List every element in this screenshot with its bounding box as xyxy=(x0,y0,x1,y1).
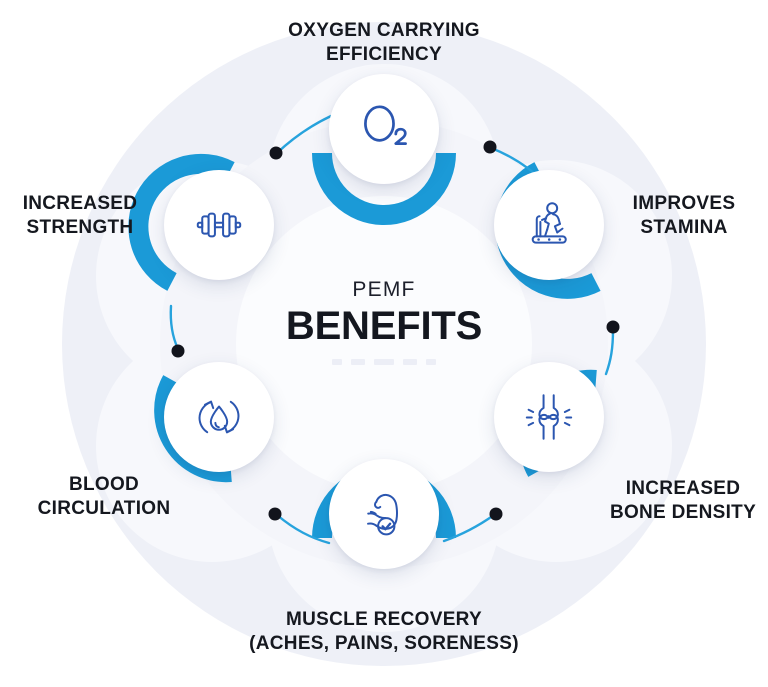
node-disc[interactable] xyxy=(494,170,604,280)
divider-dash xyxy=(374,359,394,366)
divider-dash xyxy=(351,359,365,366)
center-title: BENEFITS xyxy=(285,304,483,349)
dumbbell-icon xyxy=(196,212,242,238)
node-increased-bone-density[interactable] xyxy=(494,362,604,472)
connector-dots xyxy=(171,140,620,521)
node-disc[interactable] xyxy=(329,74,439,184)
node-improves-stamina[interactable] xyxy=(494,170,604,280)
label-line: (ACHES, PAINS, SORENESS) xyxy=(249,632,519,654)
connector-circulation-to-strength xyxy=(169,304,180,351)
connector-dot-right xyxy=(606,320,620,334)
label-line: INCREASED xyxy=(22,193,138,214)
center-eyebrow: PEMF xyxy=(352,278,416,301)
arc-strength xyxy=(128,153,235,291)
connector-dot-top-left xyxy=(269,146,283,160)
node-increased-strength[interactable] xyxy=(164,170,274,280)
label-increased-bone-density: INCREASED BONE DENSITY xyxy=(600,477,766,525)
treadmill-runner-icon xyxy=(531,202,567,244)
label-oxygen-carrying-efficiency: OXYGEN CARRYING EFFICIENCY xyxy=(244,19,524,67)
divider-dash xyxy=(403,359,417,366)
center-title-block: PEMF BENEFITS xyxy=(284,278,484,366)
node-disc[interactable] xyxy=(329,459,439,569)
label-muscle-recovery: MUSCLE RECOVERY (ACHES, PAINS, SORENESS) xyxy=(234,608,534,656)
label-improves-stamina: IMPROVES STAMINA xyxy=(606,192,762,240)
label-increased-strength: INCREASED STRENGTH xyxy=(6,192,154,240)
connector-dot-bottom-left xyxy=(268,507,282,521)
node-muscle-recovery[interactable] xyxy=(329,459,439,569)
blood-circulation-droplet-icon xyxy=(198,400,240,434)
label-line: OXYGEN CARRYING xyxy=(288,20,480,41)
label-line: BLOOD xyxy=(68,474,140,495)
divider-dash xyxy=(426,359,436,366)
center-divider-dashes xyxy=(284,359,484,366)
divider-dash xyxy=(332,359,342,366)
node-blood-circulation[interactable] xyxy=(164,362,274,472)
label-blood-circulation: BLOOD CIRCULATION xyxy=(10,473,198,521)
label-line: INCREASED xyxy=(625,478,741,499)
connector-muscle-to-circulation xyxy=(275,513,331,545)
node-oxygen-carrying-efficiency[interactable] xyxy=(329,74,439,184)
label-line: MUSCLE RECOVERY xyxy=(286,609,482,630)
node-disc[interactable] xyxy=(494,362,604,472)
connector-dot-bottom-right xyxy=(489,507,503,521)
connector-bone-to-muscle xyxy=(442,513,496,543)
node-disc[interactable] xyxy=(164,170,274,280)
label-line: BONE DENSITY xyxy=(609,501,757,523)
background-center-well xyxy=(236,196,532,492)
label-line: STRENGTH xyxy=(26,216,134,238)
label-line: STAMINA xyxy=(640,216,728,238)
node-disc[interactable] xyxy=(164,362,274,472)
label-line: IMPROVES xyxy=(632,193,736,214)
label-line: CIRCULATION xyxy=(37,497,171,519)
o2-molecule-icon xyxy=(364,105,407,145)
bone-joint-icon xyxy=(525,394,573,440)
connector-stamina-to-bone xyxy=(604,328,615,376)
arc-oxygen xyxy=(312,152,456,225)
flexed-bicep-check-icon xyxy=(367,493,399,536)
connector-dot-left xyxy=(171,344,185,358)
label-line: EFFICIENCY xyxy=(326,43,442,65)
connector-strength-to-oxygen xyxy=(275,114,333,155)
connector-dot-top-right xyxy=(483,140,497,154)
